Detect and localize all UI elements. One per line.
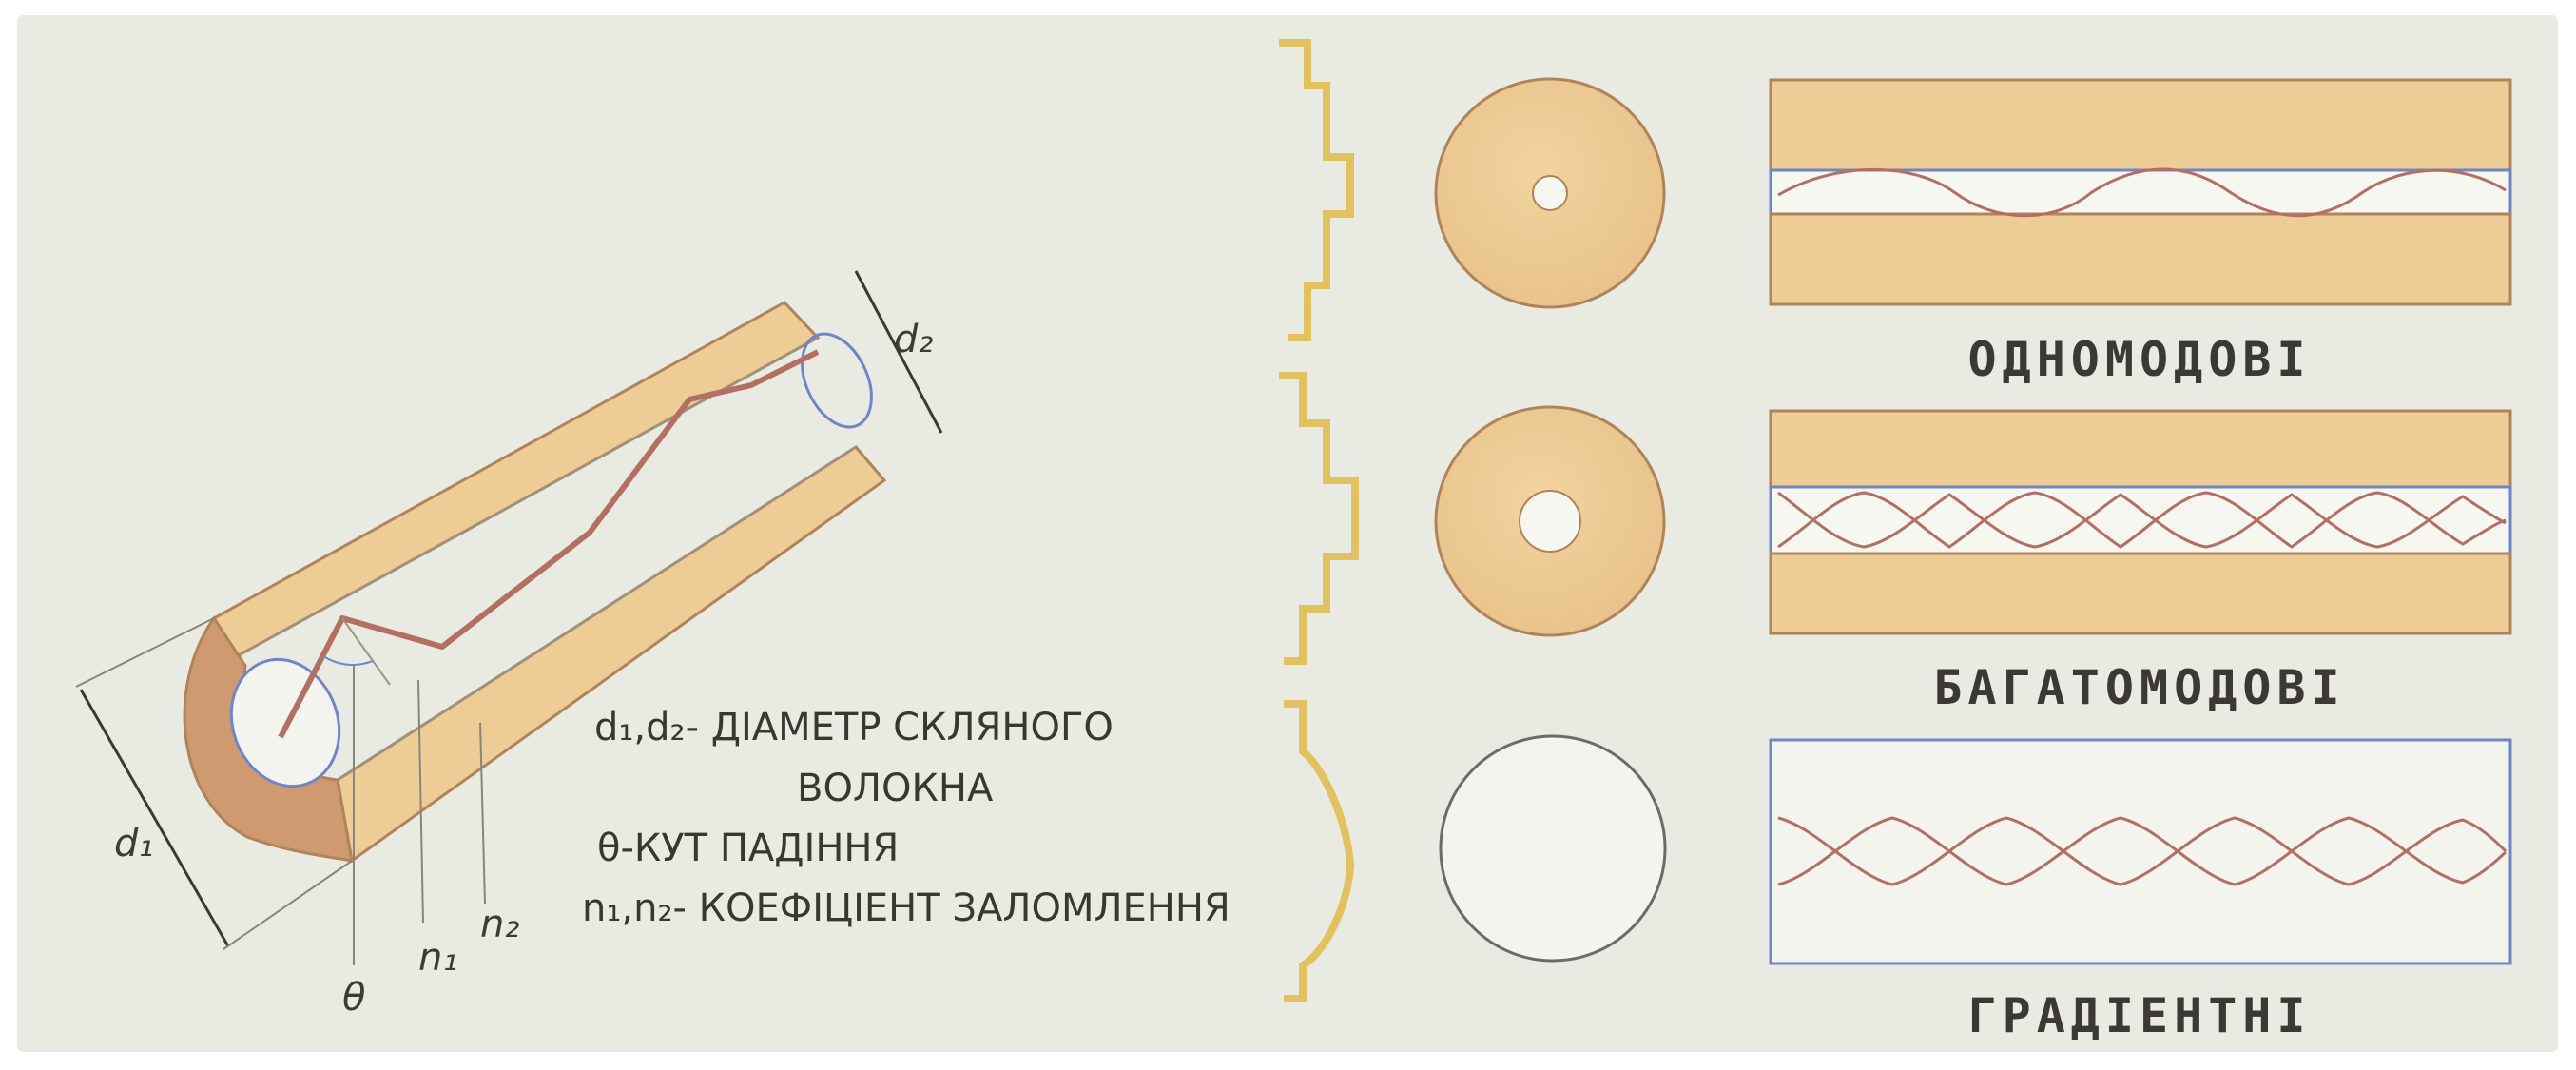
incidence-normal <box>341 617 391 686</box>
mode-wave-graded-b <box>1777 816 2508 886</box>
legend: d₁,d₂- ДІАМЕТР СКЛЯНОГО ВОЛОКНА θ-КУТ ПА… <box>582 706 1230 930</box>
fiber-cutaway: d₁ d₂ θ n₁ n₂ <box>75 270 943 1020</box>
cladding-top-single <box>1769 78 2512 172</box>
core-band-single <box>1769 168 2512 216</box>
cladding-bottom-multi <box>1769 552 2512 635</box>
legend-line-2: ВОЛОКНА <box>797 767 994 810</box>
legend-line-3: θ-КУТ ПАДІННЯ <box>597 827 899 870</box>
core-band-multi <box>1769 485 2512 555</box>
longitudinal-graded <box>1769 738 2512 965</box>
caption-single-mode: ОДНОМОДОВІ <box>1967 332 2311 387</box>
label-n1: n₁ <box>418 936 457 980</box>
mode-wave-multi-b <box>1777 491 2507 549</box>
cross-section-graded <box>1439 734 1667 963</box>
d2-dimension-line <box>854 270 943 434</box>
mode-wave-multi-a <box>1777 491 2507 549</box>
profile-multi-mode <box>1279 372 1359 665</box>
n2-leader <box>479 722 486 905</box>
core-single-mode <box>1532 175 1568 211</box>
d1-ext-top <box>75 617 215 688</box>
mode-wave-graded-a <box>1777 816 2508 886</box>
longitudinal-single-mode <box>1769 78 2512 306</box>
index-profiles <box>1279 39 1359 1002</box>
profile-single-mode <box>1279 39 1354 341</box>
caption-multi-mode: БАГАТОМОДОВІ <box>1933 660 2345 715</box>
cladding-top-multi <box>1769 409 2512 489</box>
label-theta: θ <box>342 976 365 1020</box>
far-core-ellipse <box>801 332 873 429</box>
label-d1: d₁ <box>114 822 153 866</box>
cladding-bottom-single <box>1769 212 2512 306</box>
label-d2: d₂ <box>894 318 933 361</box>
core-line-bottom <box>337 446 857 781</box>
profile-graded <box>1284 700 1355 1002</box>
theta-arc <box>322 655 374 666</box>
outline-graded <box>1769 738 2512 965</box>
caption-graded: ГРАДІЕНТНІ <box>1967 988 2311 1043</box>
label-n2: n₂ <box>480 903 519 946</box>
mode-wave-single <box>1777 167 2507 218</box>
d1-dimension-line <box>79 689 230 947</box>
core-multi-mode <box>1519 490 1581 553</box>
legend-line-1: d₁,d₂- ДІАМЕТР СКЛЯНОГО <box>594 706 1114 749</box>
legend-line-4: n₁,n₂- КОЕФІЦІЕНТ ЗАЛОМЛЕННЯ <box>582 886 1230 930</box>
d1-ext-bottom <box>223 860 353 950</box>
cross-sections <box>1434 77 1667 963</box>
longitudinal-multi-mode <box>1769 409 2512 635</box>
n1-leader <box>417 679 424 924</box>
